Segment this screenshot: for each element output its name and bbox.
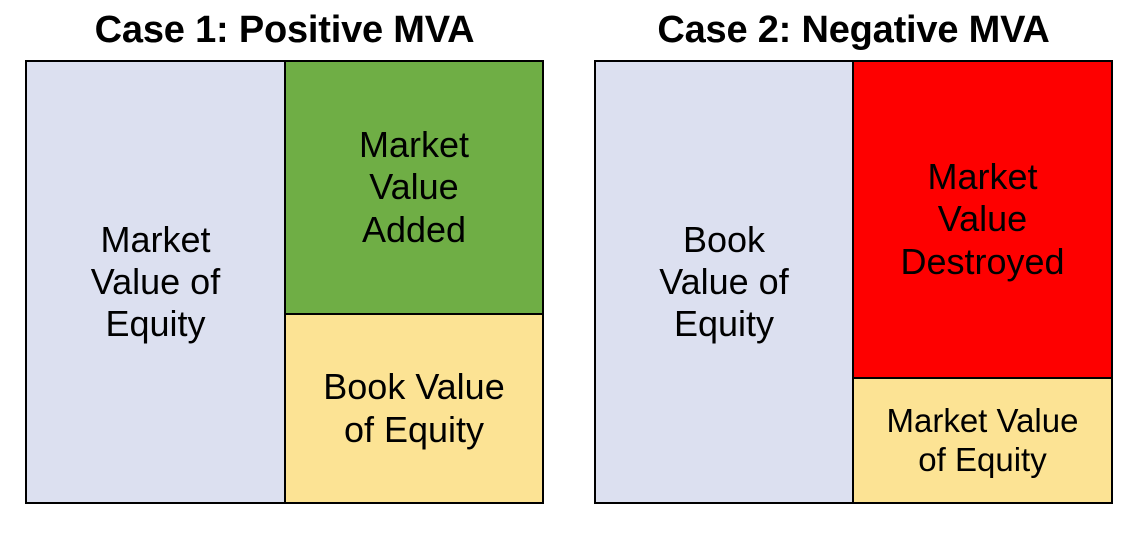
case-1-book-value-of-equity-block: Book Value of Equity	[286, 313, 542, 502]
case-2-right-column: Market Value Destroyed Market Value of E…	[854, 62, 1111, 502]
case-2-market-value-destroyed-label: Market Value Destroyed	[900, 156, 1065, 282]
case-1-diagram: Market Value of Equity Market Value Adde…	[25, 60, 544, 504]
case-2-diagram: Book Value of Equity Market Value Destro…	[594, 60, 1113, 504]
case-2-title: Case 2: Negative MVA	[657, 9, 1050, 51]
case-1-market-value-of-equity-label: Market Value of Equity	[90, 218, 221, 345]
case-1-title: Case 1: Positive MVA	[94, 9, 475, 51]
case-1-book-value-of-equity-label: Book Value of Equity	[323, 366, 505, 450]
case-2-panel: Case 2: Negative MVA Book Value of Equit…	[594, 0, 1113, 536]
case-1-market-value-of-equity-block: Market Value of Equity	[27, 62, 286, 502]
case-1-right-column: Market Value Added Book Value of Equity	[286, 62, 542, 502]
case-1-market-value-added-label: Market Value Added	[358, 124, 470, 250]
case-2-market-value-of-equity-block: Market Value of Equity	[854, 377, 1111, 502]
case-1-panel: Case 1: Positive MVA Market Value of Equ…	[25, 0, 544, 536]
case-1-market-value-added-block: Market Value Added	[286, 62, 542, 313]
case-2-market-value-of-equity-label: Market Value of Equity	[886, 401, 1079, 478]
case-2-market-value-destroyed-block: Market Value Destroyed	[854, 62, 1111, 377]
case-2-book-value-of-equity-block: Book Value of Equity	[596, 62, 854, 502]
case-2-book-value-of-equity-label: Book Value of Equity	[659, 218, 789, 345]
